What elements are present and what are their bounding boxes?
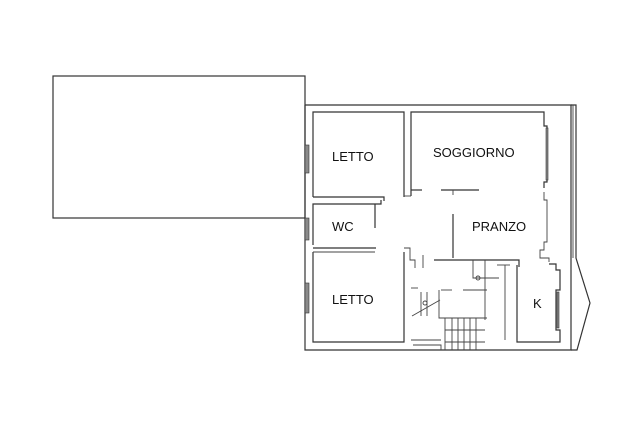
room-cucina: K [516,263,561,343]
stairwell [411,260,510,350]
room-label-cucina: K [533,296,542,311]
terrace-area [52,75,306,219]
room-wc: WC [304,200,382,249]
room-label-soggiorno: SOGGIORNO [433,145,515,160]
room-soggiorno: SOGGIORNO [404,111,549,197]
room-letto-top: LETTO [304,111,405,201]
outer-walls [304,104,591,351]
room-letto-bottom: LETTO [304,251,405,343]
window-icon [545,127,549,181]
window-icon [556,291,560,329]
window-icon [304,217,310,241]
room-pranzo: PRANZO [404,192,550,268]
room-label-pranzo: PRANZO [472,219,526,234]
window-icon [304,144,310,174]
room-label-letto-top: LETTO [332,149,374,164]
window-icon [304,282,310,314]
room-label-letto-bottom: LETTO [332,292,374,307]
room-label-wc: WC [332,219,354,234]
